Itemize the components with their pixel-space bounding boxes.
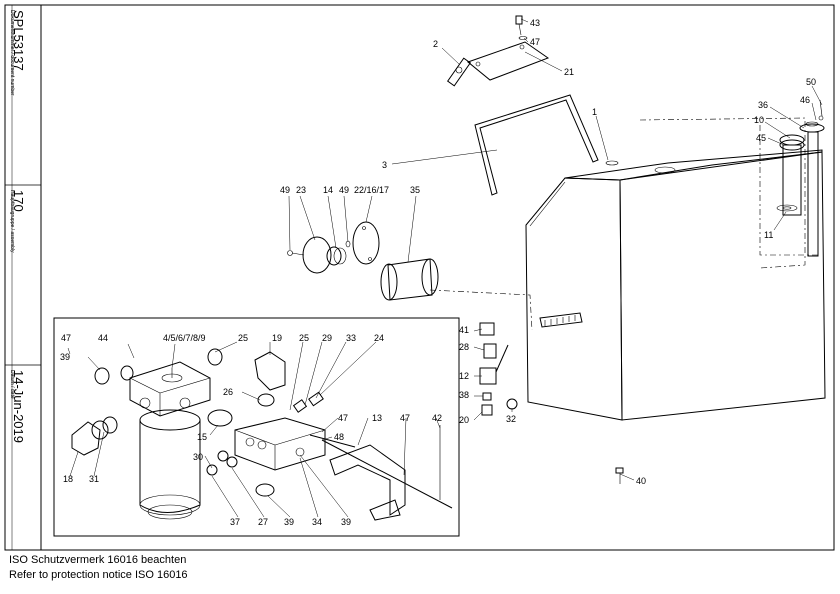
drain-valve [479,322,518,416]
callout-50: 50 [806,77,816,87]
leader-lines [67,18,823,518]
callout-49: 49 [339,185,349,195]
callout-labels: 43 47 2 21 50 46 36 10 45 1 3 11 49 23 1… [60,18,816,527]
callout-42: 42 [432,413,442,423]
lid-plate [466,41,550,81]
drawing-frame [4,4,835,551]
callout-24: 24 [374,333,384,343]
callout-25: 25 [299,333,309,343]
callout-26: 26 [223,387,233,397]
callout-21: 21 [564,67,574,77]
callout-35: 35 [410,185,420,195]
callout-38: 38 [459,390,469,400]
callout-1: 1 [592,107,597,117]
title-strip: Dokumentnummer / document number SPL5313… [5,5,42,550]
callout-43: 43 [530,18,540,28]
protection-notice-german: ISO Schutzvermerk 16016 beachten [9,554,187,566]
callout-48: 48 [334,432,344,442]
suction-filter [287,221,439,301]
callout-25: 25 [238,333,248,343]
cover-bracket [309,425,453,521]
callout-22-16-17: 22/16/17 [354,185,389,195]
callout-32: 32 [506,414,516,424]
document-number: SPL53137 [11,10,26,71]
callout-11: 11 [764,230,773,240]
document-number-label: Dokumentnummer / document number [9,10,15,96]
callout-20: 20 [459,415,469,425]
callout-13: 13 [372,413,382,423]
return-filter [129,361,211,520]
callout-45: 45 [756,133,766,143]
callout-14: 14 [323,185,333,195]
callout-18: 18 [63,474,73,484]
callout-46: 46 [800,95,810,105]
callout-3: 3 [382,160,387,170]
tank-body [525,149,826,421]
callout-41: 41 [459,325,469,335]
callout-12: 12 [459,371,469,381]
callout-33: 33 [346,333,356,343]
callout-4-5-6-7-8-9: 4/5/6/7/8/9 [163,333,206,343]
assembly-number: 170 [11,190,26,212]
callout-28: 28 [459,342,469,352]
callout-39: 39 [60,352,70,362]
callout-47: 47 [338,413,348,423]
callout-44: 44 [98,333,108,343]
callout-40: 40 [636,476,646,486]
callout-15: 15 [197,432,207,442]
date-value: 14-Jun-2019 [11,370,26,443]
callout-30: 30 [193,452,203,462]
callout-47: 47 [400,413,410,423]
callout-34: 34 [312,517,322,527]
callout-2: 2 [433,39,438,49]
callout-37: 37 [230,517,240,527]
detail-frame [53,317,460,537]
date-label: Datum / date [9,370,15,399]
callout-31: 31 [89,474,99,484]
callout-27: 27 [258,517,268,527]
callout-36: 36 [758,100,768,110]
breather-assembly [776,99,825,257]
callout-47: 47 [530,37,540,47]
protection-notice-english: Refer to protection notice ISO 16016 [9,569,188,581]
callout-39: 39 [284,517,294,527]
callout-23: 23 [296,185,306,195]
frame-bar [474,94,599,196]
callout-10: 10 [754,115,764,125]
callout-49: 49 [280,185,290,195]
callout-29: 29 [322,333,332,343]
callout-47: 47 [61,333,71,343]
manifold-block [206,417,326,497]
assembly-label: Hauptbaugruppe / assembly [9,190,15,253]
callout-39: 39 [341,517,351,527]
hinge [446,57,472,87]
callout-19: 19 [272,333,282,343]
